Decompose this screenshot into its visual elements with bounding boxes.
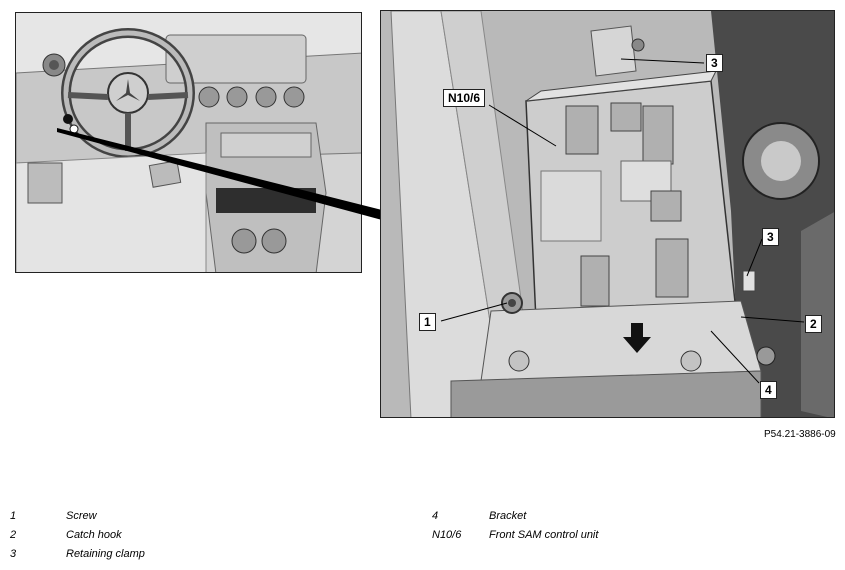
legend-num-2: 2 xyxy=(10,529,17,541)
legend-num-n10-6: N10/6 xyxy=(432,529,462,541)
control-unit-detail-illustration: N10/6 1 3 3 2 4 xyxy=(380,10,835,418)
callout-3-top: 3 xyxy=(706,54,723,72)
dashboard-overview-illustration xyxy=(15,12,362,273)
legend-text-3: Retaining clamp xyxy=(66,548,145,560)
legend-text-1: Screw xyxy=(66,510,97,522)
legend-text-2: Catch hook xyxy=(66,529,122,541)
dashboard-drawing xyxy=(16,13,361,272)
callout-4: 4 xyxy=(760,381,777,399)
legend-num-4: 4 xyxy=(432,510,439,522)
legend-text-4: Bracket xyxy=(489,510,527,522)
callout-3-side: 3 xyxy=(762,228,779,246)
callout-n10-6: N10/6 xyxy=(443,89,486,107)
callout-1: 1 xyxy=(419,313,436,331)
legend-text-n10-6: Front SAM control unit xyxy=(489,529,599,541)
figure-reference: P54.21-3886-09 xyxy=(764,429,836,440)
legend-num-1: 1 xyxy=(10,510,17,522)
legend-num-3: 3 xyxy=(10,548,17,560)
control-unit-drawing xyxy=(381,11,834,417)
callout-2: 2 xyxy=(805,315,822,333)
